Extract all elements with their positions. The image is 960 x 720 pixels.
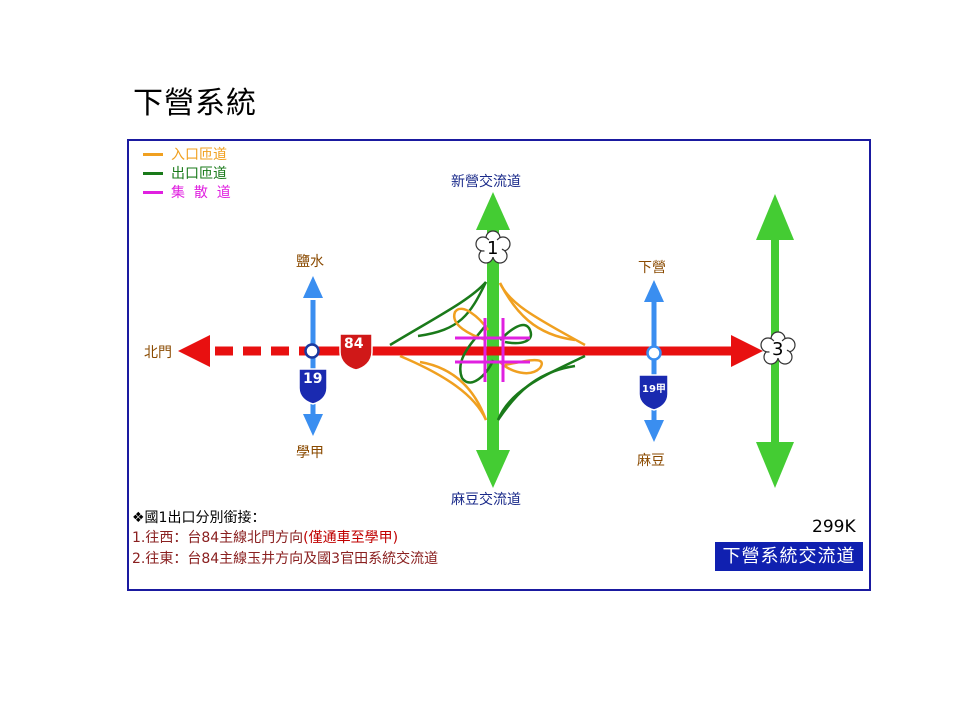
note-heading: ❖國1出口分別銜接： [132,510,266,526]
collector-roads [455,318,530,382]
note-line-2: 2.往東：台84主線玉井方向及國3官田系統交流道 [132,551,439,567]
legend-entry-ramp: 入口匝道 [143,144,227,164]
label-southeast-destination: 麻豆 [637,453,665,469]
label-west-destination: 北門 [144,345,172,361]
freeway-1-number: 1 [487,238,499,259]
legend-swatch-entry [143,152,163,156]
label-southwest-destination: 學甲 [296,445,324,461]
prov84-road [178,335,763,367]
page-title: 下營系統 [133,86,257,121]
label-north-interchange: 新營交流道 [451,174,521,190]
legend-label-exit: 出口匝道 [171,166,227,182]
note-line-1-paren: (僅通車至學甲) [303,530,399,546]
prov19-east-number: 19甲 [642,384,666,395]
interchange-name-badge: 下營系統交流道 [715,542,863,571]
prov19-west-shield [298,368,328,405]
legend-label-entry: 入口匝道 [171,147,227,163]
legend-label-collector: 集 散 道 [171,185,231,201]
exit-ramps [389,281,586,421]
label-northeast-destination: 下營 [638,260,666,276]
note-line-1-main: 1.往西：台84主線北門方向 [132,530,304,546]
legend-exit-ramp: 出口匝道 [143,163,227,183]
prov84-shield [339,333,373,371]
junction-east [646,345,662,361]
prov19-east-road [644,280,664,442]
prov19-east-shield [638,374,669,411]
junction-west [304,343,320,359]
legend-swatch-collector [143,190,163,194]
label-south-interchange: 麻豆交流道 [451,492,521,508]
freeway-1-road [476,192,510,488]
kilometer-marker: 299K [812,517,856,537]
legend-collector: 集 散 道 [143,182,231,202]
prov84-number: 84 [344,336,364,352]
freeway-3-shield [760,331,796,365]
prov19-west-number: 19 [303,371,323,387]
freeway-1-shield [475,230,511,264]
legend-swatch-exit [143,171,163,175]
note-line-1: 1.往西：台84主線北門方向(僅通車至學甲) [132,527,398,547]
freeway-3-number: 3 [772,339,784,360]
label-northwest-destination: 鹽水 [296,254,324,270]
diagram-frame [127,139,871,591]
